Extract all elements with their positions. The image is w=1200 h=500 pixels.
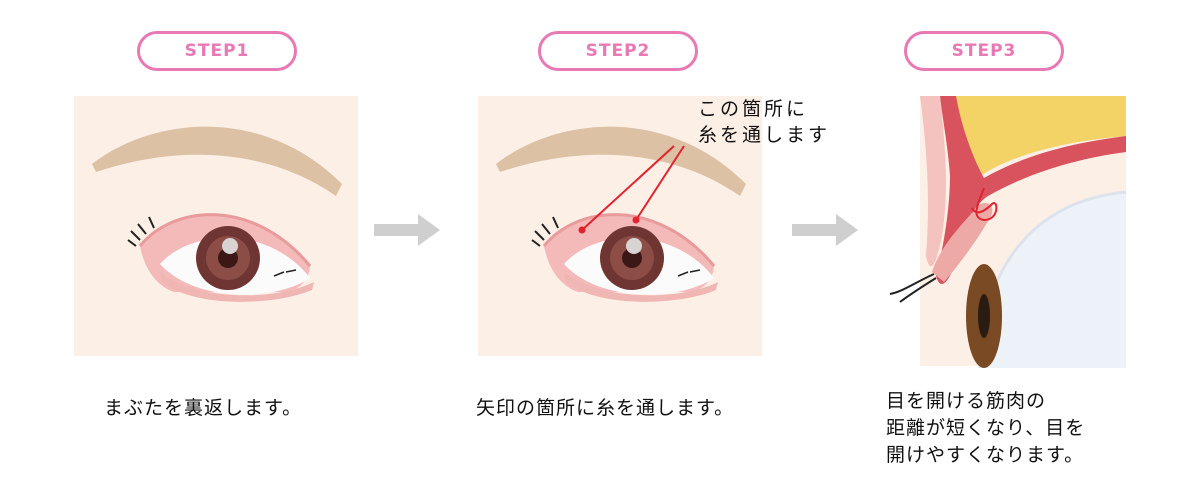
step2-caption: 矢印の箇所に糸を通します。 <box>476 397 735 419</box>
step2-badge: STEP2 <box>538 31 698 71</box>
thread-location-callout: この箇所に 糸を通します <box>698 98 831 146</box>
right-arrow-icon <box>792 214 858 246</box>
step3-badge: STEP3 <box>904 31 1064 71</box>
step3-eyelid-cross-section <box>889 96 1126 368</box>
right-arrow-icon <box>374 214 440 246</box>
step1-badge: STEP1 <box>137 31 297 71</box>
step3-caption: 目を開ける筋肉の 距離が短くなり、目を 開けやすくなります。 <box>886 390 1086 466</box>
step1-eye-illustration <box>74 96 358 356</box>
step1-caption: まぶたを裏返します。 <box>104 397 303 419</box>
step2-eye-illustration <box>478 96 762 356</box>
